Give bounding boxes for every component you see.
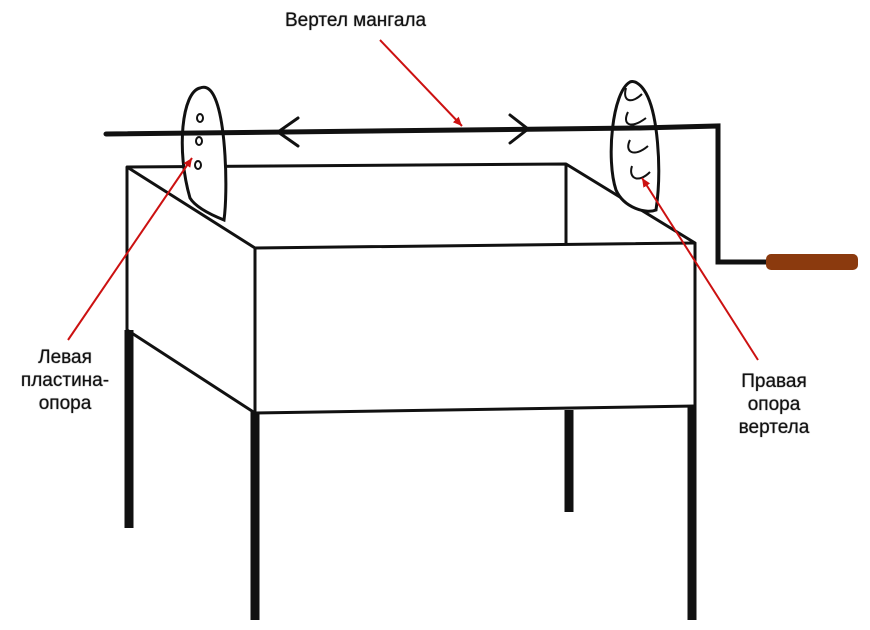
front-bottom-edge — [254, 404, 696, 415]
brazier-box — [125, 162, 697, 415]
spit-arrow-left — [275, 116, 300, 148]
arrow-to-right-support — [641, 177, 759, 361]
spit-handle — [766, 254, 858, 270]
left-plate-support — [180, 85, 228, 223]
pointer-arrows — [67, 39, 759, 361]
right-support-label: Правая опора вертела — [722, 370, 826, 439]
right-support-label-line2: опора — [747, 394, 801, 415]
left-support-label-line1: Левая — [38, 347, 92, 368]
left-support-label-line2: пластина- — [20, 370, 110, 391]
plate-hole-top — [196, 113, 204, 123]
support-hook-bottom — [630, 165, 651, 180]
arrow-to-spit — [379, 39, 463, 127]
support-hook-top — [624, 87, 643, 102]
left-support-label-line3: опора — [38, 393, 92, 414]
right-support-label-line3: вертела — [738, 417, 810, 438]
plate-hole-middle — [195, 136, 203, 146]
plate-hole-bottom — [194, 160, 202, 170]
left-support-label: Левая пластина- опора — [12, 346, 118, 415]
left-side-bottom-edge — [126, 328, 256, 415]
right-support-label-line1: Правая — [741, 371, 807, 392]
spit-label-text: Вертел мангала — [285, 10, 427, 31]
arrow-to-left-plate — [67, 157, 193, 341]
support-hook-middle — [625, 111, 647, 126]
spit-rod — [103, 113, 773, 265]
brazier-legs — [124, 330, 697, 620]
spit-label: Вертел мангала — [285, 9, 426, 32]
support-hook-lower — [627, 139, 649, 154]
spit-arrow-right — [508, 113, 531, 145]
